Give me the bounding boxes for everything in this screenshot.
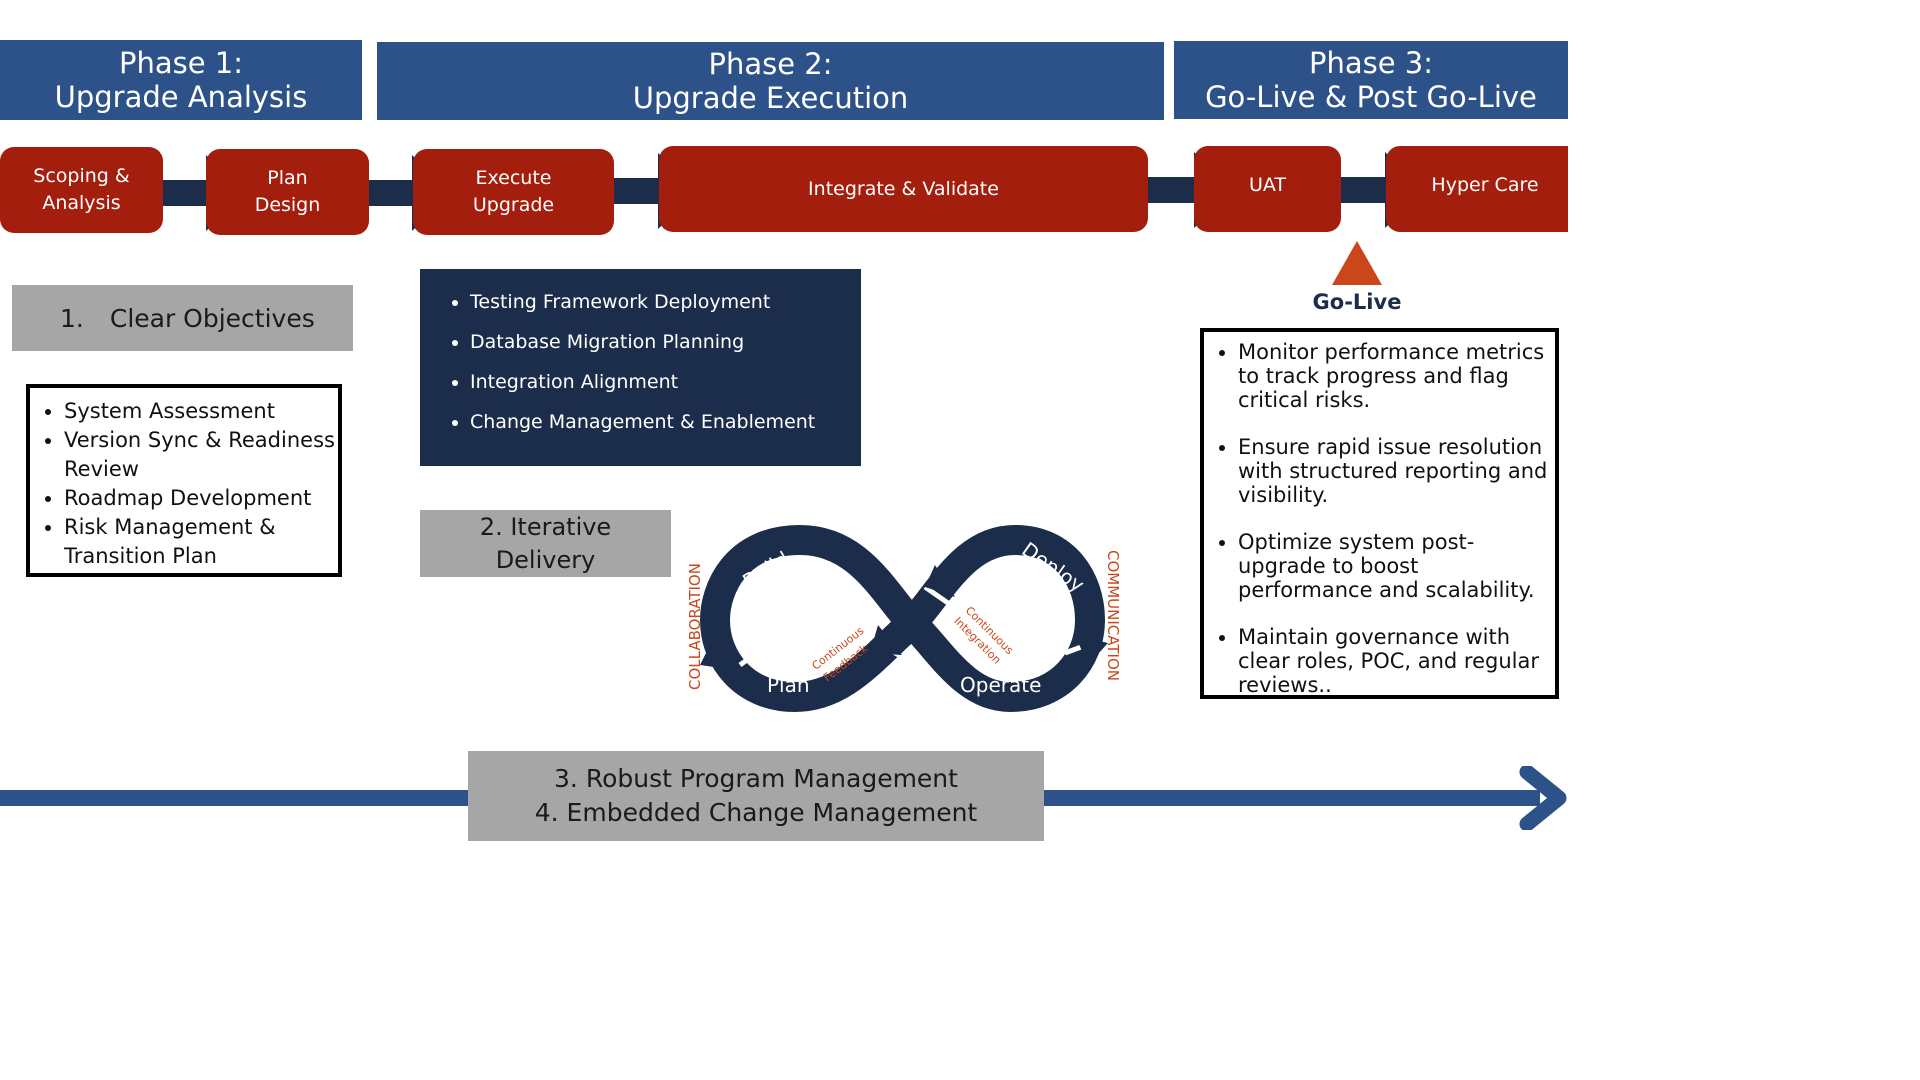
timeline-arrowhead-icon: [1519, 766, 1567, 830]
program-management-line2: 4. Embedded Change Management: [534, 798, 978, 827]
step-scoping-analysis: Scoping & Analysis: [0, 147, 163, 233]
arrowhead-icon: [1075, 635, 1108, 665]
loop-gap: [923, 584, 950, 606]
objective-item: System Assessment: [64, 397, 338, 426]
phase-1-label: Phase 1:: [118, 46, 244, 80]
arrowhead-icon: [870, 625, 902, 655]
arrowhead-icon: [895, 597, 925, 629]
step-5-label: UAT: [1248, 173, 1287, 196]
step-integrate-validate: Integrate & Validate: [659, 146, 1148, 232]
infinity-right-loop: [900, 525, 1106, 713]
infinity-left-loop: [699, 525, 924, 713]
execution-items-box: Testing Framework Deployment Database Mi…: [420, 269, 861, 466]
go-live-list-box: Monitor performance metrics to track pro…: [1200, 328, 1559, 699]
label-communication: COMMUNICATION: [1104, 550, 1122, 681]
loop-gap: [738, 640, 772, 668]
clear-objectives-list-box: System Assessment Version Sync & Readine…: [26, 384, 342, 577]
label-plan: Plan: [767, 673, 810, 697]
phase-3-header: Phase 3: Go-Live & Post Go-Live: [1174, 41, 1568, 119]
clear-objectives-title: Clear Objectives: [109, 303, 315, 333]
connector-3: [612, 178, 662, 204]
phase-1-header: Phase 1: Upgrade Analysis: [0, 40, 362, 120]
execution-item: Change Management & Enablement: [470, 402, 861, 442]
label-collaboration: COLLABORATION: [686, 563, 704, 690]
program-management-line1: 3. Robust Program Management: [554, 764, 958, 793]
arrowhead-icon: [925, 565, 955, 597]
connector-2: [366, 180, 416, 206]
step-3-line1: Execute: [475, 167, 552, 189]
go-live-label: Go-Live: [1312, 290, 1402, 314]
phase-2-header: Phase 2: Upgrade Execution: [377, 42, 1164, 120]
go-live-item: Ensure rapid issue resolution with struc…: [1238, 435, 1549, 507]
phase-2-label: Phase 2:: [708, 47, 833, 81]
step-1-line1: Scoping &: [33, 165, 130, 187]
execution-item: Database Migration Planning: [470, 322, 861, 362]
execution-items-list: Testing Framework Deployment Database Mi…: [438, 282, 861, 442]
label-operate: Operate: [960, 673, 1041, 697]
step-3-line2: Upgrade: [472, 194, 555, 216]
go-live-item: Optimize system post-upgrade to boost pe…: [1238, 530, 1549, 602]
execution-item: Integration Alignment: [470, 362, 861, 402]
step-hyper-care: Hyper Care: [1386, 146, 1568, 232]
infinity-loop-diagram: Build Deploy Plan Operate Continuous Fee…: [686, 525, 1122, 713]
arrowhead-icon: [700, 635, 735, 670]
phase-3-title: Go-Live & Post Go-Live: [1205, 80, 1537, 114]
connector-5: [1339, 177, 1389, 203]
step-2-line1: Plan: [267, 167, 308, 189]
objective-item: Roadmap Development: [64, 484, 338, 513]
step-uat: UAT: [1194, 146, 1341, 232]
objective-item: Risk Management & Transition Plan: [64, 513, 338, 571]
objective-item: Version Sync & Readiness Review: [64, 426, 338, 484]
step-6-label: Hyper Care: [1431, 173, 1539, 196]
connector-1: [160, 180, 210, 206]
step-2-line2: Design: [254, 194, 321, 216]
iterative-delivery-line2: Delivery: [495, 545, 596, 574]
clear-objectives-header: 1. Clear Objectives: [12, 285, 353, 351]
step-4-label: Integrate & Validate: [808, 177, 999, 200]
iterative-delivery-line1: 2. Iterative: [479, 512, 612, 541]
go-live-item: Monitor performance metrics to track pro…: [1238, 340, 1549, 412]
execution-item: Testing Framework Deployment: [470, 282, 861, 322]
step-1-line2: Analysis: [42, 192, 121, 214]
clear-objectives-number: 1.: [60, 303, 84, 333]
phase-2-title: Upgrade Execution: [632, 81, 909, 115]
program-management-box: 3. Robust Program Management 4. Embedded…: [468, 751, 1044, 841]
go-live-triangle-icon: [1332, 241, 1382, 285]
go-live-item: Maintain governance with clear roles, PO…: [1238, 625, 1549, 697]
connector-4: [1146, 177, 1198, 203]
phase-3-label: Phase 3:: [1308, 46, 1434, 80]
clear-objectives-list: System Assessment Version Sync & Readine…: [32, 397, 338, 571]
iterative-delivery-box: 2. Iterative Delivery: [420, 510, 671, 577]
phase-1-title: Upgrade Analysis: [54, 80, 308, 114]
go-live-list: Monitor performance metrics to track pro…: [1206, 340, 1549, 697]
